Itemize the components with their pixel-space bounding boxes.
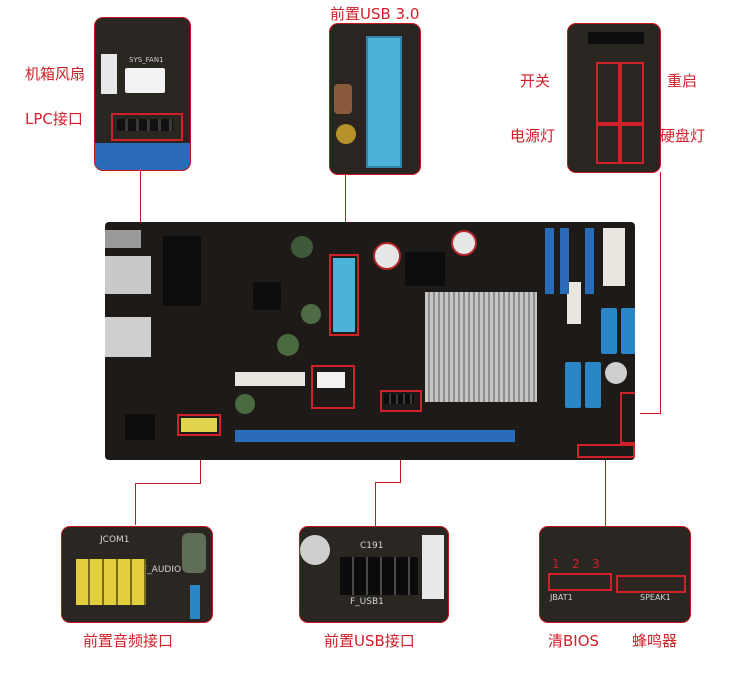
sata-3 [565,362,581,408]
pin-label-1: 1 [552,557,560,571]
leader-audio-h [135,483,201,484]
speaker-hl [616,575,686,593]
thumb-slot-blue [95,143,190,170]
label-power-switch: 开关 [520,72,551,90]
pin-label-2: 2 [572,557,580,571]
leader-panel-v [660,172,661,414]
f-usb-silk: F_USB1 [350,597,384,607]
label-chassis-fan: 机箱风扇 [25,65,86,83]
usb3-capacitor [334,84,352,114]
board-panel-hl [620,392,635,444]
sata-4 [585,362,601,408]
jbat-hl [548,573,612,591]
label-front-usb: 前置USB接口 [324,632,415,650]
cap-4 [235,394,255,414]
label-front-usb3: 前置USB 3.0 [330,5,420,23]
usb-header-pins [340,557,418,595]
atx-power [603,228,625,286]
board-usb3-hl [329,254,359,336]
board-usb3-header [333,258,355,332]
leader-usb-v2 [375,482,376,527]
label-clear-bios: 清BIOS [548,632,600,650]
lpc-highlight [111,113,183,141]
fp-power-switch-hl [596,62,620,124]
pci-slot-white [235,372,305,386]
io-port-1 [105,256,151,294]
cap-red-1 [373,242,401,270]
small-chip-2 [125,414,155,440]
cap-red-2 [451,230,477,256]
board-audio-hl [177,414,221,436]
fp-restart-hl [620,62,644,124]
cap-2 [301,304,321,324]
label-restart: 重启 [667,72,698,90]
board-audio-header [181,418,217,432]
audio-capacitor [182,533,206,573]
thumb-audio: JCOM1 F_AUDIO [62,527,212,622]
cap-3 [277,334,299,356]
speak-silk: SPEAK1 [640,593,671,602]
leader-audio-v2 [135,483,136,525]
label-front-audio: 前置音频接口 [83,632,174,650]
pin-label-3: 3 [592,557,600,571]
label-buzzer: 蜂鸣器 [632,632,678,650]
thumb-fan-lpc: SYS_FAN1 [95,18,190,170]
io-port-top [105,230,141,248]
leader-usb-h [375,482,401,483]
fp-hdd-led-hl [620,124,644,164]
dimm-1 [545,228,554,294]
cmos-battery [605,362,627,384]
thumb-usb: C191 F_USB1 [300,527,448,622]
board-usb-pins [384,394,414,404]
thumb-usb3 [330,24,420,174]
leader-panel-h [640,413,661,414]
dimm-3 [585,228,594,294]
pcie-slot [235,430,515,442]
fan-header [125,68,165,93]
usb-white-slot [422,535,444,599]
f-audio-silk: F_AUDIO [142,565,182,575]
cap-1 [291,236,313,258]
board-fan-hl [311,365,355,409]
board-bios-hl [577,444,635,458]
usb3-header [366,36,402,168]
white-slot-1 [567,282,581,324]
thumb-front-panel [568,24,660,172]
sata-2 [621,308,635,354]
audio-header-pins [76,559,146,605]
sata-1 [601,308,617,354]
audio-slot-blue [190,585,200,619]
dimm-2 [560,228,569,294]
fp-power-led-hl [596,124,620,164]
label-lpc-port: LPC接口 [25,110,83,128]
motherboard [105,222,635,460]
board-usb-hl [380,390,422,412]
board-fan-header [317,372,345,388]
leader-bios-v [605,450,606,526]
thumb-bios-buzzer: 1 2 3 JBAT1 SPEAK1 [540,527,690,622]
usb-thumb-battery [300,535,330,565]
lpc-pins [117,119,173,131]
heatsink [425,292,537,402]
small-chip-3 [405,252,445,286]
label-power-led: 电源灯 [510,127,556,145]
sys-fan-silk: SYS_FAN1 [129,56,164,64]
usb3-coil [336,124,356,144]
io-port-2 [105,317,151,357]
io-chip [163,236,201,306]
white-connector [101,54,117,94]
leader-usb3-v1 [345,175,346,200]
fp-top-chip [588,32,644,44]
label-hdd-led: 硬盘灯 [660,127,706,145]
jcom-silk: JCOM1 [100,535,130,545]
small-chip-1 [253,282,281,310]
c191-silk: C191 [360,541,384,551]
leader-audio-v [200,440,201,483]
jbat-silk: JBAT1 [550,593,573,602]
